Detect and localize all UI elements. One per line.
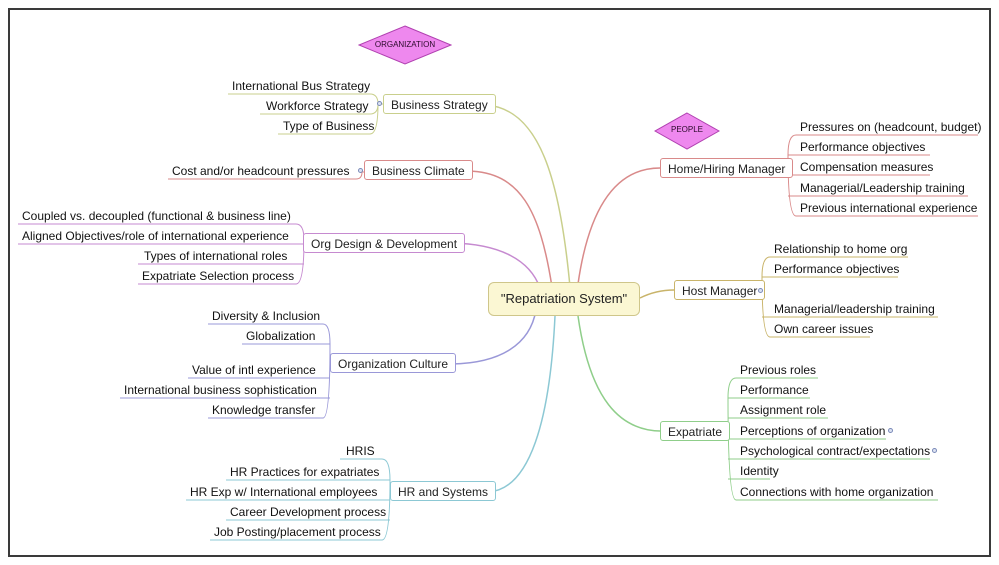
leaf-hm-leadership-training[interactable]: Managerial/Leadership training (800, 181, 965, 195)
perceptions-expand-icon[interactable] (888, 428, 893, 433)
leaf-pressures-on[interactable]: Pressures on (headcount, budget) (800, 120, 982, 134)
organization-tag-diamond (357, 25, 453, 65)
people-tag-label: PEOPLE (670, 125, 703, 134)
leaf-hr-practices[interactable]: HR Practices for expatriates (230, 465, 380, 479)
branch-org-culture[interactable]: Organization Culture (330, 353, 457, 373)
branch-hr-systems[interactable]: HR and Systems (390, 481, 497, 501)
branch-org-design[interactable]: Org Design & Development (303, 233, 466, 253)
leaf-expatriate-selection[interactable]: Expatriate Selection process (142, 269, 295, 283)
branch-host-manager[interactable]: Host Manager (674, 280, 766, 300)
leaf-previous-intl-experience[interactable]: Previous international experience (800, 201, 978, 215)
leaf-types-intl-roles[interactable]: Types of international roles (144, 249, 288, 263)
host-manager-toggle-icon[interactable] (758, 288, 763, 293)
leaf-diversity-inclusion[interactable]: Diversity & Inclusion (212, 309, 321, 323)
leaf-own-career-issues[interactable]: Own career issues (774, 322, 874, 336)
psychological-expand-icon[interactable] (932, 448, 937, 453)
leaf-psychological-contract[interactable]: Psychological contract/expectations (740, 444, 931, 458)
link-business-climate (467, 170, 553, 288)
organization-tag-label: ORGANIZATION (374, 40, 436, 49)
leaf-previous-roles[interactable]: Previous roles (740, 363, 817, 377)
leaf-globalization[interactable]: Globalization (246, 329, 316, 343)
leaf-knowledge-transfer[interactable]: Knowledge transfer (212, 403, 316, 417)
leaf-hr-exp-intl[interactable]: HR Exp w/ International employees (190, 485, 378, 499)
leaf-connections-home-org[interactable]: Connections with home organization (740, 485, 934, 499)
leaf-value-intl-experience[interactable]: Value of intl experience (192, 363, 316, 377)
link-expatriate (577, 315, 661, 432)
leaf-assignment-role[interactable]: Assignment role (740, 403, 827, 417)
leaf-job-posting[interactable]: Job Posting/placement process (214, 525, 381, 539)
people-tag-diamond (653, 112, 721, 150)
leaf-hris[interactable]: HRIS (346, 444, 375, 458)
leaf-coupled-decoupled[interactable]: Coupled vs. decoupled (functional & busi… (22, 209, 291, 223)
link-host-manager (639, 289, 675, 299)
business-strategy-toggle-icon[interactable] (377, 101, 382, 106)
leaf-host-leadership-training[interactable]: Managerial/leadership training (774, 302, 935, 316)
branch-business-climate[interactable]: Business Climate (364, 160, 473, 180)
leaf-relationship-home-org[interactable]: Relationship to home org (774, 242, 908, 256)
leaf-identity[interactable]: Identity (740, 464, 779, 478)
leaf-intl-business-sophistication[interactable]: International business sophistication (124, 383, 317, 397)
link-org-culture (451, 309, 537, 365)
leaf-hm-performance-objectives[interactable]: Performance objectives (800, 140, 926, 154)
leaf-cost-headcount[interactable]: Cost and/or headcount pressures (172, 164, 350, 178)
leaf-type-of-business[interactable]: Type of Business (283, 119, 375, 133)
leaf-aligned-objectives[interactable]: Aligned Objectives/role of international… (22, 229, 289, 243)
business-climate-toggle-icon[interactable] (358, 168, 363, 173)
leaf-career-development[interactable]: Career Development process (230, 505, 387, 519)
organization-tag: ORGANIZATION (357, 25, 453, 65)
link-org-design (451, 242, 541, 289)
link-business-strategy (486, 104, 571, 288)
link-hr-systems (487, 315, 556, 493)
leaf-workforce-strategy[interactable]: Workforce Strategy (266, 99, 369, 113)
branch-business-strategy[interactable]: Business Strategy (383, 94, 496, 114)
people-tag: PEOPLE (653, 112, 721, 150)
link-hiring-manager (577, 167, 661, 285)
leaf-performance[interactable]: Performance (740, 383, 809, 397)
leaf-compensation-measures[interactable]: Compensation measures (800, 160, 934, 174)
leaf-host-performance-objectives[interactable]: Performance objectives (774, 262, 900, 276)
leaf-international-bus-strategy[interactable]: International Bus Strategy (232, 79, 371, 93)
branch-hiring-manager[interactable]: Home/Hiring Manager (660, 158, 794, 178)
central-topic[interactable]: "Repatriation System" (488, 282, 640, 316)
branch-expatriate[interactable]: Expatriate (660, 421, 731, 441)
leaf-perceptions-organization[interactable]: Perceptions of organization (740, 424, 886, 438)
